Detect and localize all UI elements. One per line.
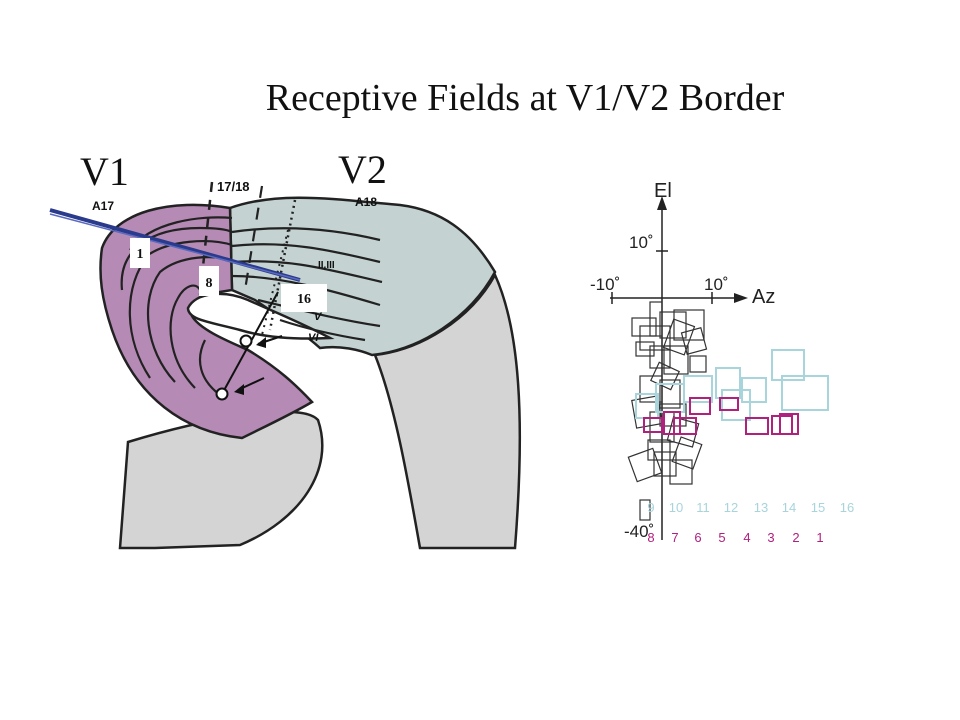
arrow-upper-head — [256, 337, 266, 348]
rf-v1-number-row: 8 7 6 5 4 3 2 1 — [647, 530, 823, 545]
y-axis-label: El — [654, 180, 672, 202]
y-tick-label-neg40: -40˚ — [624, 522, 654, 541]
v1-number: 4 — [743, 530, 750, 545]
y-axis-arrowhead — [657, 196, 667, 210]
v2-number: 12 — [724, 500, 738, 515]
v2-number: 13 — [754, 500, 768, 515]
v2-number: 15 — [811, 500, 825, 515]
marker-16-box — [281, 284, 327, 312]
rf-v1-cluster — [643, 397, 799, 435]
a18-label: A18 — [355, 195, 377, 209]
a17-label: A17 — [92, 199, 114, 213]
marker-8-box — [199, 266, 219, 296]
v1-number: 8 — [647, 530, 654, 545]
slide-title: Receptive Fields at V1/V2 Border — [265, 77, 785, 119]
v1-number: 2 — [792, 530, 799, 545]
v1-number: 3 — [767, 530, 774, 545]
marker-1-box — [130, 238, 150, 268]
v1-number: 6 — [694, 530, 701, 545]
x-axis-arrowhead — [734, 293, 748, 303]
lesion-marker-lower — [215, 387, 229, 401]
v1-number: 7 — [671, 530, 678, 545]
v2-number: 10 — [669, 500, 683, 515]
v2-number: 14 — [782, 500, 796, 515]
rf-gray-cluster — [627, 301, 708, 521]
y-tick-label-10: 10˚ — [629, 233, 654, 252]
v1-number: 1 — [816, 530, 823, 545]
v2-number: 9 — [647, 500, 654, 515]
marker-1: 1 — [137, 247, 144, 262]
border-dashed-line-2 — [243, 185, 264, 291]
layer-6-label: VI — [308, 332, 319, 344]
sulcus — [186, 292, 335, 340]
lesion-marker-upper — [239, 334, 253, 348]
rf-plot: El Az 10˚ -10˚ 10˚ -40˚ — [590, 180, 854, 545]
layer-5-label: V — [314, 311, 323, 323]
layer-23-label: II,III — [318, 260, 335, 271]
marker-8: 8 — [206, 276, 213, 291]
marker-16: 16 — [297, 292, 311, 307]
v2-number: 16 — [840, 500, 854, 515]
x-tick-label-10: 10˚ — [704, 275, 729, 294]
electrode-highlight — [49, 213, 301, 281]
x-axis-label: Az — [752, 286, 775, 308]
border-label: 17/18 — [217, 179, 250, 194]
cortex-section: A17 A18 17/18 II,III V VI 1 8 16 — [49, 179, 522, 550]
v1-number: 5 — [718, 530, 725, 545]
arrow-lower-head — [234, 384, 244, 395]
v2-label: V2 — [338, 147, 387, 192]
v1-label: V1 — [80, 149, 129, 194]
rf-v2-number-row: 9 10 11 12 13 14 15 16 — [647, 500, 854, 515]
x-tick-label-neg10: -10˚ — [590, 275, 620, 294]
border-dotted-line — [268, 199, 297, 331]
v2-number: 11 — [696, 500, 710, 515]
